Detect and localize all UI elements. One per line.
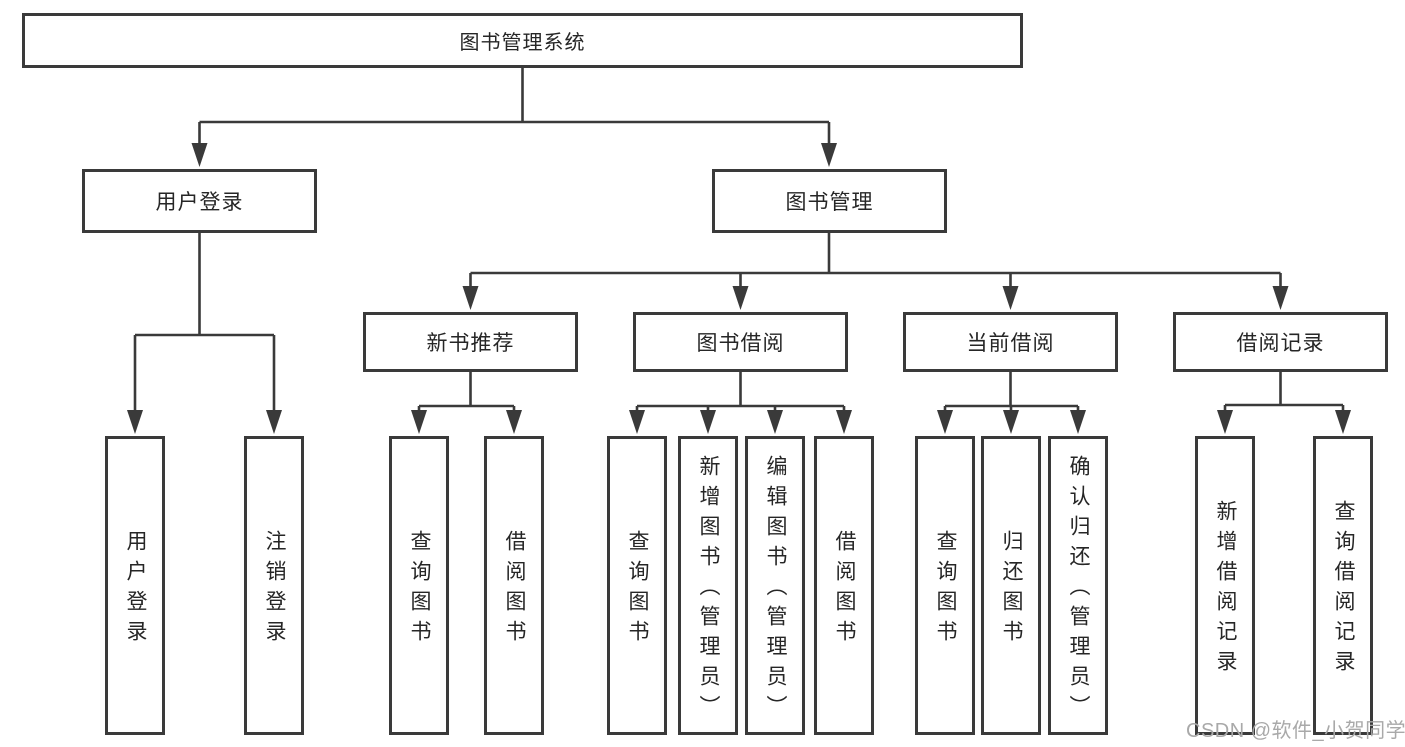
- leaf-query-borrow-record: 查询借阅记录: [1313, 436, 1373, 735]
- leaf-query-books-recommend: 查询图书: [389, 436, 449, 735]
- node-new-book-recommendation: 新书推荐: [363, 312, 578, 372]
- node-borrowing-records: 借阅记录: [1173, 312, 1388, 372]
- node-current-borrowing: 当前借阅: [903, 312, 1118, 372]
- leaf-confirm-return-admin: 确认归还（管理员）: [1048, 436, 1108, 735]
- node-root-library-management-system: 图书管理系统: [22, 13, 1023, 68]
- leaf-logout: 注销登录: [244, 436, 304, 735]
- node-book-management: 图书管理: [712, 169, 947, 233]
- leaf-add-books-admin: 新增图书（管理员）: [678, 436, 738, 735]
- node-user-login: 用户登录: [82, 169, 317, 233]
- leaf-borrow-books-recommend: 借阅图书: [484, 436, 544, 735]
- leaf-borrow-books-borrowing: 借阅图书: [814, 436, 874, 735]
- leaf-add-borrow-record: 新增借阅记录: [1195, 436, 1255, 735]
- leaf-query-books-borrowing: 查询图书: [607, 436, 667, 735]
- leaf-return-books: 归还图书: [981, 436, 1041, 735]
- csdn-watermark: CSDN @软件_小贺同学: [1186, 720, 1405, 742]
- leaf-edit-books-admin: 编辑图书（管理员）: [745, 436, 805, 735]
- leaf-user-login: 用户登录: [105, 436, 165, 735]
- leaf-query-books-current: 查询图书: [915, 436, 975, 735]
- node-book-borrowing: 图书借阅: [633, 312, 848, 372]
